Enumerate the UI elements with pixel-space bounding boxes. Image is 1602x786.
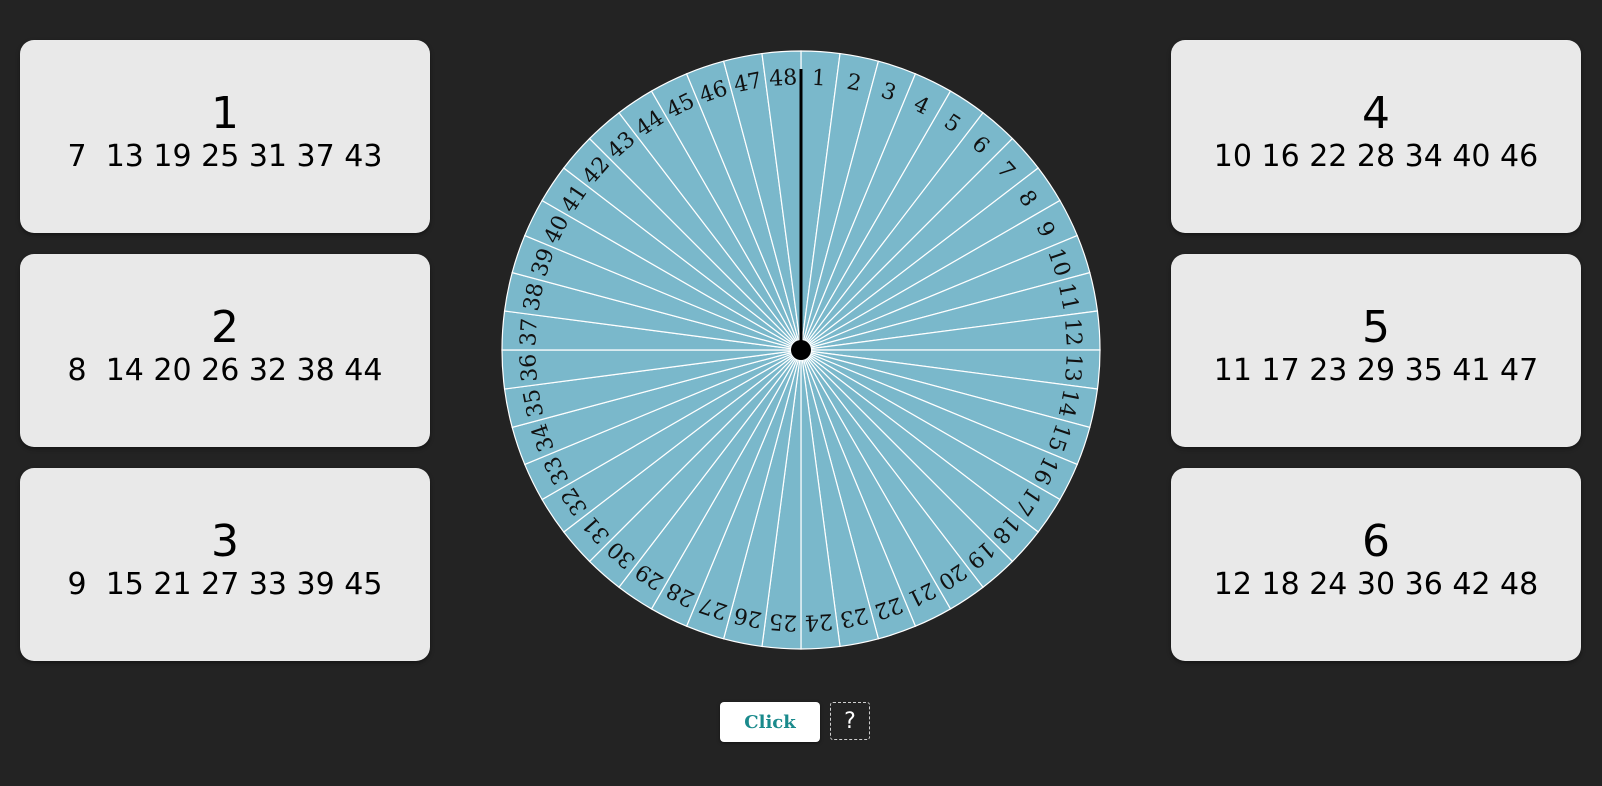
spin-button[interactable]: Click — [720, 702, 820, 742]
group-number: 5 — [1362, 302, 1390, 353]
wheel-segment-label: 48 — [768, 65, 798, 92]
group-card-2: 2 8 14 20 26 32 38 44 — [20, 254, 430, 447]
group-number: 6 — [1362, 516, 1390, 567]
wheel-segment-label: 47 — [732, 68, 764, 98]
wheel-segment-label: 12 — [1059, 317, 1086, 347]
group-card-3: 3 9 15 21 27 33 39 45 — [20, 468, 430, 661]
wheel-segment-label: 13 — [1059, 353, 1086, 383]
wheel-segment-label: 26 — [732, 602, 764, 632]
group-number: 4 — [1362, 88, 1390, 139]
group-card-4: 4 10 16 22 28 34 40 46 — [1171, 40, 1581, 233]
group-card-5: 5 11 17 23 29 35 41 47 — [1171, 254, 1581, 447]
wheel-segment-label: 25 — [768, 608, 798, 635]
wheel-segment-label: 38 — [519, 281, 549, 313]
wheel-segment — [761, 50, 802, 351]
wheel-segment-label: 2 — [845, 70, 864, 97]
wheel-segment-label: 37 — [516, 317, 543, 347]
wheel-segment-label: 14 — [1053, 387, 1083, 419]
group-members: 10 16 22 28 34 40 46 — [1213, 139, 1539, 174]
wheel-segment-label: 1 — [811, 66, 827, 92]
group-members: 11 17 23 29 35 41 47 — [1213, 353, 1539, 388]
wheel-segment-label: 23 — [838, 602, 870, 632]
group-card-6: 6 12 18 24 30 36 42 48 — [1171, 468, 1581, 661]
group-members: 7 13 19 25 31 37 43 — [67, 139, 383, 174]
wheel-segment-label: 11 — [1053, 281, 1083, 313]
wheel-segment-label: 35 — [519, 387, 549, 419]
group-members: 8 14 20 26 32 38 44 — [67, 353, 383, 388]
wheel-segment-label: 24 — [804, 608, 834, 635]
group-number: 1 — [211, 88, 239, 139]
group-members: 9 15 21 27 33 39 45 — [67, 567, 383, 602]
group-number: 2 — [211, 302, 239, 353]
group-card-1: 1 7 13 19 25 31 37 43 — [20, 40, 430, 233]
group-number: 3 — [211, 516, 239, 567]
wheel-hub — [791, 340, 811, 360]
group-members: 12 18 24 30 36 42 48 — [1213, 567, 1539, 602]
wheel-slices — [501, 50, 1101, 650]
help-button[interactable]: ? — [830, 702, 870, 740]
wheel-segment-label: 36 — [516, 353, 543, 383]
